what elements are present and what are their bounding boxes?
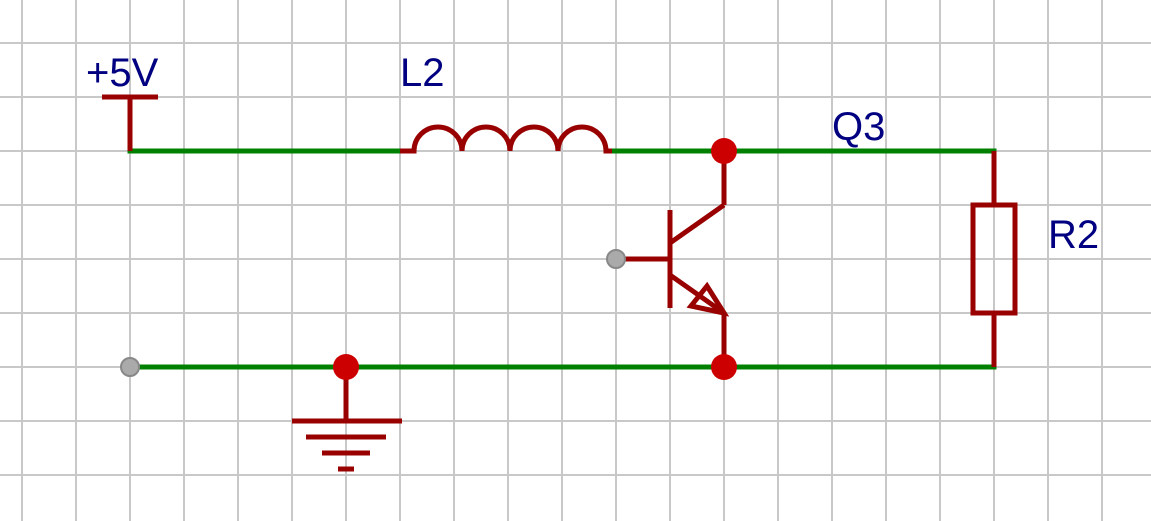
junction-dot-collector xyxy=(711,138,737,164)
ground-symbol[interactable] xyxy=(292,367,402,472)
label-inductor: L2 xyxy=(400,51,445,95)
junction-dot-emitter xyxy=(711,354,737,380)
label-resistor: R2 xyxy=(1048,213,1099,257)
power-supply-symbol[interactable] xyxy=(102,94,158,151)
inductor-symbol[interactable] xyxy=(400,124,612,154)
open-pin-base[interactable] xyxy=(606,249,626,269)
label-transistor: Q3 xyxy=(832,105,885,149)
junction-dot-ground xyxy=(333,354,359,380)
label-supply: +5V xyxy=(86,51,159,95)
open-pin-rail[interactable] xyxy=(120,357,140,377)
npn-transistor-symbol[interactable] xyxy=(616,151,730,367)
resistor-symbol[interactable] xyxy=(970,151,1018,367)
